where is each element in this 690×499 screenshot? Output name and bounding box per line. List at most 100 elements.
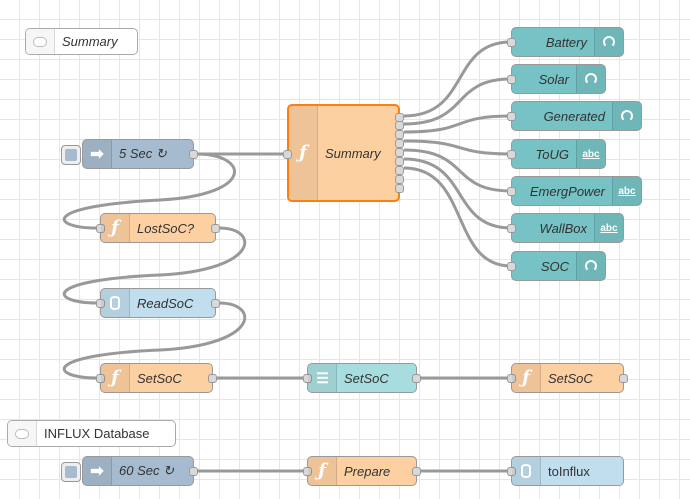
wire [403, 148, 512, 193]
input-port[interactable] [507, 262, 516, 271]
input-port[interactable] [96, 299, 105, 308]
input-port[interactable] [507, 467, 516, 476]
generated-label: Generated [543, 108, 605, 124]
input-port[interactable] [507, 187, 516, 196]
gauge-icon-box [612, 102, 641, 130]
input-port[interactable] [507, 38, 516, 47]
input-port[interactable] [507, 224, 516, 233]
prepare-function-node[interactable]: ƒ Prepare [303, 456, 421, 486]
emergpower-label: EmergPower [529, 183, 605, 199]
gauge-icon [621, 110, 633, 122]
inject-5-sec-node[interactable]: ➡ 5 Sec ↻ [61, 139, 198, 169]
lostsoc-label: LostSoC? [137, 220, 195, 236]
sliders-icon: ☰ [316, 369, 329, 386]
function-icon-box: ƒ [101, 364, 130, 392]
dashboard-gauge-generated[interactable]: Generated [507, 101, 642, 131]
setsoc-function-node[interactable]: ƒ SetSoC [96, 363, 217, 393]
dashboard-gauge-solar[interactable]: Solar [507, 64, 606, 94]
setsoc-function-label: SetSoC [137, 370, 182, 386]
output-port-8[interactable] [395, 175, 404, 184]
comment-influx-database[interactable]: INFLUX Database [7, 420, 176, 447]
dashboard-gauge-soc[interactable]: SOC [507, 251, 606, 281]
comment-influx-label: INFLUX Database [44, 426, 150, 441]
inject-icon-box: ➡ [83, 140, 112, 168]
dashboard-gauge-battery[interactable]: Battery [507, 27, 624, 57]
readsoc-storage-node[interactable]: ReadSoC [96, 288, 220, 318]
function-icon-box: ƒ [101, 214, 130, 242]
function-icon-box: ƒ [512, 364, 541, 392]
lostsoc-function-node[interactable]: ƒ LostSoC? [96, 213, 220, 243]
inject-trigger-button[interactable] [61, 462, 81, 482]
setsoc-change-node[interactable]: ☰ SetSoC [303, 363, 421, 393]
gauge-icon [585, 260, 597, 272]
comment-summary[interactable]: Summary [25, 28, 138, 55]
inject-60-sec-node[interactable]: ➡ 60 Sec ↻ [61, 456, 198, 486]
function-icon: ƒ [522, 367, 530, 388]
input-port[interactable] [303, 374, 312, 383]
comment-icon-box [26, 29, 55, 54]
function-icon: ƒ [111, 217, 119, 238]
wallbox-label: WallBox [539, 220, 587, 236]
input-port[interactable] [507, 112, 516, 121]
function-icon: ƒ [318, 460, 326, 481]
output-port[interactable] [412, 374, 421, 383]
output-port[interactable] [619, 374, 628, 383]
function-icon-box: ƒ [308, 457, 337, 485]
output-port[interactable] [211, 299, 220, 308]
dashboard-text-wallbox[interactable]: WallBox abc [507, 213, 624, 243]
input-port[interactable] [283, 150, 292, 159]
inject-trigger-button[interactable] [61, 145, 81, 165]
output-port-6[interactable] [395, 157, 404, 166]
input-port[interactable] [507, 150, 516, 159]
input-port[interactable] [96, 374, 105, 383]
gauge-icon [585, 73, 597, 85]
output-port-2[interactable] [395, 121, 404, 130]
output-port-4[interactable] [395, 139, 404, 148]
input-port[interactable] [507, 75, 516, 84]
output-port[interactable] [189, 467, 198, 476]
database-icon [110, 296, 120, 310]
text-icon-box: abc [594, 214, 623, 242]
wire [403, 157, 512, 230]
setsoc-output-function-node[interactable]: ƒ SetSoC [507, 363, 628, 393]
output-port-5[interactable] [395, 148, 404, 157]
input-port[interactable] [507, 374, 516, 383]
comment-bubble-icon [15, 428, 29, 439]
soc-label: SOC [540, 258, 569, 274]
dashboard-text-emergpower[interactable]: EmergPower abc [507, 176, 642, 206]
output-port[interactable] [412, 467, 421, 476]
database-icon-box [101, 289, 130, 317]
output-port[interactable] [208, 374, 217, 383]
comment-bubble-icon [33, 36, 47, 47]
wire [403, 114, 512, 134]
database-icon [521, 464, 531, 478]
input-port[interactable] [96, 224, 105, 233]
abc-text-icon: abc [618, 185, 636, 197]
inject-60-sec-label: 60 Sec ↻ [119, 463, 174, 478]
toug-label: ToUG [535, 146, 569, 162]
toinflux-label: toInflux [548, 463, 590, 479]
function-icon: ƒ [299, 142, 307, 163]
wire [403, 40, 512, 118]
wire [403, 166, 512, 268]
summary-function-node[interactable]: ƒ Summary [283, 104, 404, 202]
setsoc-change-label: SetSoC [344, 370, 389, 386]
text-icon-box: abc [612, 177, 641, 205]
output-port[interactable] [211, 224, 220, 233]
output-port[interactable] [189, 150, 198, 159]
output-port-9[interactable] [395, 184, 404, 193]
toinflux-storage-node[interactable]: toInflux [507, 456, 624, 486]
setsoc-output-label: SetSoC [548, 370, 593, 386]
gauge-icon-box [576, 65, 605, 93]
gauge-icon-box [594, 28, 623, 56]
output-port-3[interactable] [395, 130, 404, 139]
inject-arrow-icon: ➡ [90, 146, 104, 163]
input-port[interactable] [303, 467, 312, 476]
wire [403, 139, 512, 156]
readsoc-label: ReadSoC [137, 295, 194, 311]
function-icon-box: ƒ [289, 106, 318, 200]
abc-text-icon: abc [582, 148, 600, 160]
output-port-7[interactable] [395, 166, 404, 175]
dashboard-text-toug[interactable]: ToUG abc [507, 139, 606, 169]
change-icon-box: ☰ [308, 364, 337, 392]
